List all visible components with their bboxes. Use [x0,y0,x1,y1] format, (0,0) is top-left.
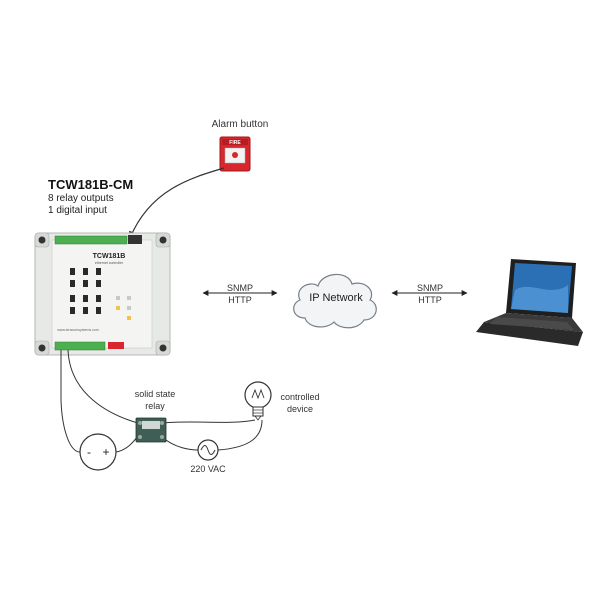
dc-minus-sign: - [87,445,91,459]
supply-voltage-label: 220 VAC [190,464,226,474]
ac-source-icon [197,439,219,461]
light-bulb-icon [244,381,272,421]
panel-subtitle-text: ethernet controller [95,261,124,265]
status-led [127,316,131,320]
alarm-button-icon: FIRE [219,136,251,172]
status-led [127,296,131,300]
http-label-right: HTTP [418,295,442,305]
device-feature-relays: 8 relay outputs [48,193,114,204]
panel-url-text: www.teracomsystems.com [57,328,99,332]
tcw181b-controller: TCW181B ethernet controller www.teracoms… [34,232,171,356]
relay-label-line2: relay [145,401,165,411]
laptop-icon [476,259,583,346]
status-led [116,306,120,310]
wire-relay-to-ac [161,436,199,451]
bottom-terminal-block [54,341,106,351]
snmp-label-right: SNMP [416,283,443,293]
wire-ac-to-lamp [217,419,263,451]
dc-source-icon: - + [79,433,117,471]
relay-indicators [70,268,101,314]
controlled-device-label-line1: controlled [280,392,320,402]
snmp-label-left: SNMP [226,283,253,293]
ip-network-label: IP Network [309,292,363,304]
device-model-title: TCW181B-CM [48,177,134,192]
panel-model-text: TCW181B [93,253,126,260]
ethernet-port [128,235,142,244]
dc-plus-sign: + [102,445,109,459]
top-terminal-block [54,235,128,245]
solid-state-relay-icon [135,417,167,443]
relay-label-line1: solid state [134,389,176,399]
device-feature-input: 1 digital input [48,205,107,216]
wire-device-to-relay [67,349,139,424]
wire-relay-to-lamp [163,419,256,424]
controlled-device-label-line2: device [286,404,313,414]
alarm-sign-text: FIRE [229,140,241,146]
http-label-left: HTTP [228,295,252,305]
status-led [127,306,131,310]
alarm-button-label: Alarm button [211,119,269,130]
power-connector [108,342,124,349]
alarm-wire [129,167,225,239]
wire-device-to-dc [60,350,81,453]
status-led [116,296,120,300]
ip-network-cloud-icon: IP Network [293,273,377,329]
